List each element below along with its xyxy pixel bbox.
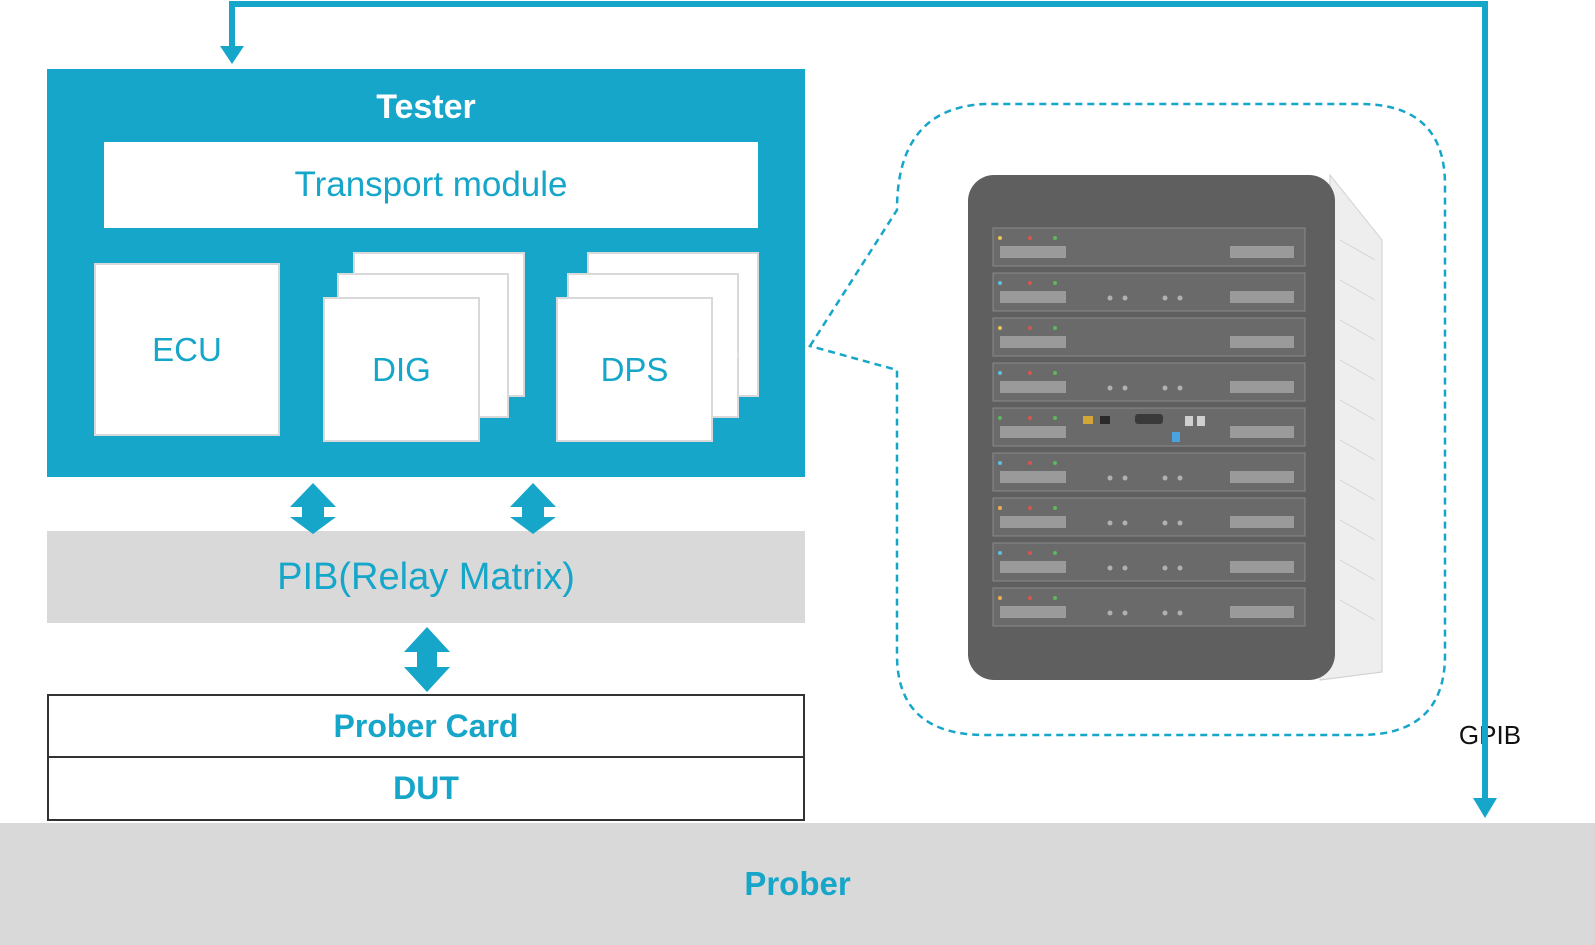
dps-more-dots: ... [712,332,742,363]
dig-label: DIG [372,350,431,388]
chassis-leds [998,236,1057,600]
callout-bubble [808,102,1447,737]
dps-label: DPS [600,350,669,388]
gpib-arrowhead-prober [1473,798,1497,818]
tester-pib-arrow-left [290,483,336,534]
tester-pib-arrow-right [510,483,556,534]
tester-chassis-image [968,173,1383,681]
transport-module: Transport module [104,142,758,228]
gpib-label: GPIB [1458,720,1522,750]
ecu-card: ECU [94,263,280,436]
ecu-label: ECU [152,330,222,368]
tester-title: Tester [376,88,476,126]
chassis-handles [1000,246,1294,618]
gpib-bus-line [229,1,1488,800]
dig-more-dots: ... [479,332,509,363]
prober-card-box: Prober Card [47,694,805,758]
dps-card-front: DPS [556,297,713,442]
gpib-arrowhead-tester [220,46,244,64]
prober-base: Prober [0,823,1595,945]
pib-relay-matrix: PIB(Relay Matrix) [47,531,805,623]
pib-prober-card-arrow [404,627,450,692]
chassis-connectors [1083,295,1205,616]
dig-card-front: DIG [323,297,480,442]
dut-box: DUT [47,756,805,821]
